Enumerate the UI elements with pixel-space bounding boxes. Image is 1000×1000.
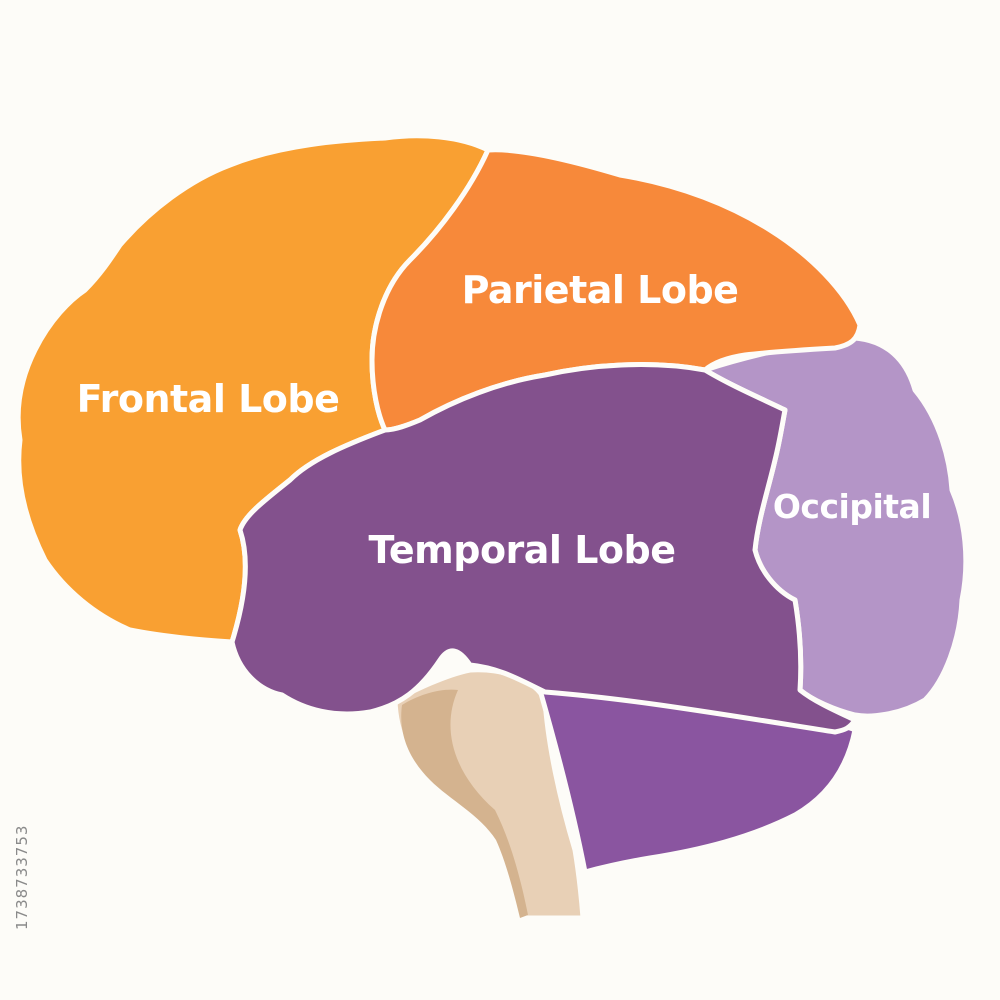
temporal-lobe-label: Temporal Lobe	[369, 528, 676, 572]
brainstem-shade	[401, 689, 528, 918]
stock-id-text: 1738733753	[13, 825, 31, 930]
parietal-lobe-label: Parietal Lobe	[462, 268, 739, 312]
occipital-label: Occipital	[773, 487, 931, 526]
temporal-lobe	[229, 362, 858, 735]
frontal-lobe-label: Frontal Lobe	[77, 377, 340, 421]
